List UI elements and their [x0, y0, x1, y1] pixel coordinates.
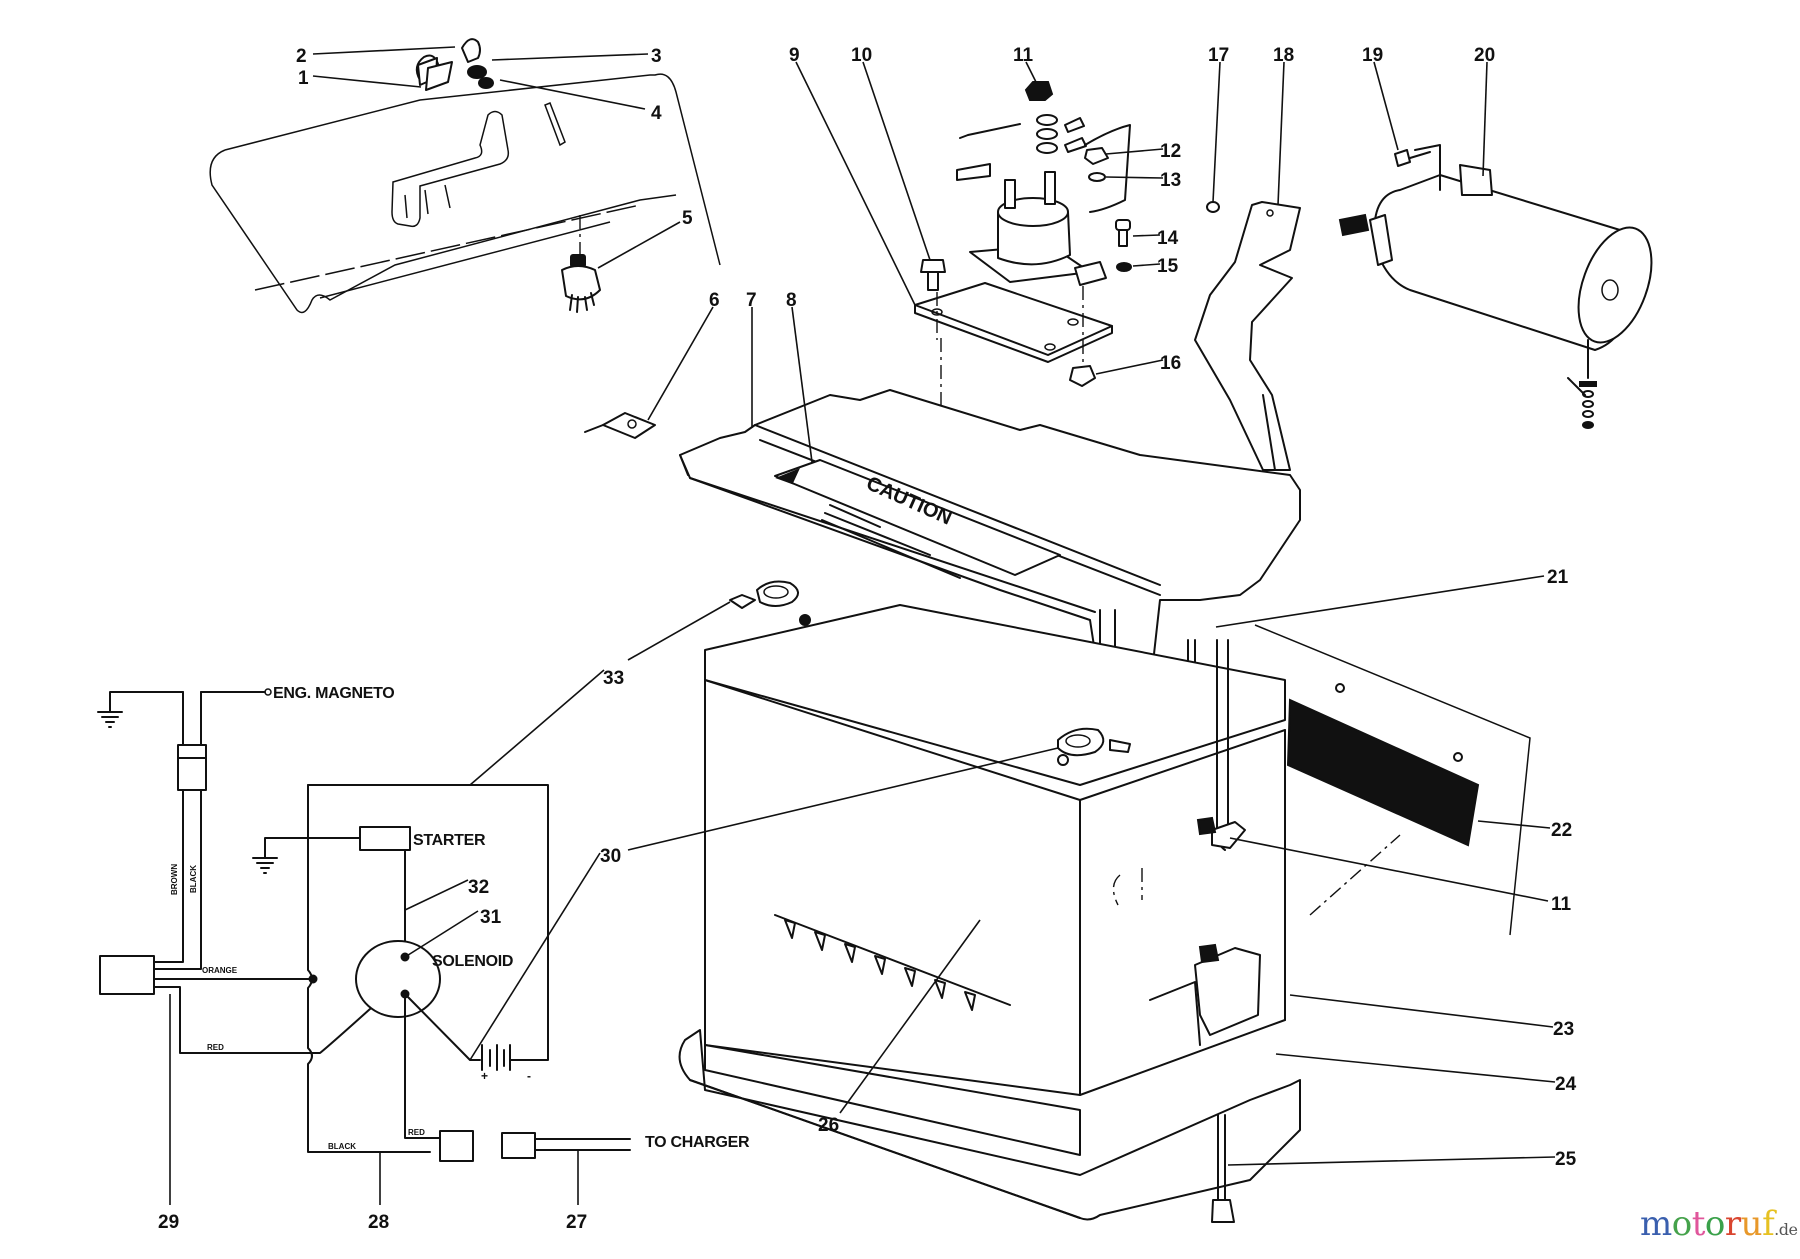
callout-18: 18 — [1273, 45, 1294, 66]
callout-32: 32 — [468, 877, 489, 898]
callout-12: 12 — [1160, 141, 1181, 162]
callout-5: 5 — [682, 208, 693, 229]
svg-text:BROWN: BROWN — [170, 864, 179, 895]
callout-2: 2 — [296, 46, 307, 67]
warning-triangle-icon — [775, 468, 800, 485]
callout-26: 26 — [818, 1115, 839, 1136]
svg-text:ORANGE: ORANGE — [202, 966, 238, 975]
battery — [678, 580, 1531, 1223]
ignition-switch — [561, 215, 601, 313]
callout-24: 24 — [1555, 1074, 1577, 1095]
leader-lines — [169, 46, 1556, 1205]
svg-text:RED: RED — [207, 1043, 224, 1052]
to-charger-label: TO CHARGER — [645, 1134, 750, 1151]
starter-motor — [1338, 144, 1653, 429]
nut-11 — [1024, 81, 1054, 101]
ignition-switch-symbol — [99, 955, 155, 995]
callout-11-top: 11 — [1013, 45, 1034, 66]
callout-17: 17 — [1208, 45, 1229, 66]
callout-23: 23 — [1553, 1019, 1574, 1040]
callout-numbers: 2 1 3 4 5 6 7 8 9 10 11 12 13 14 15 16 1… — [158, 45, 1577, 1233]
motoruf-watermark-logo: motoruf.de — [1640, 1204, 1798, 1244]
callout-10: 10 — [851, 45, 872, 66]
callout-15: 15 — [1157, 256, 1179, 277]
svg-text:BLACK: BLACK — [328, 1142, 356, 1151]
ground-icon — [97, 711, 123, 728]
callout-1: 1 — [298, 68, 309, 89]
solenoid-symbol — [355, 940, 441, 1018]
watermark-suffix: .de — [1774, 1220, 1798, 1239]
callout-27: 27 — [566, 1212, 587, 1233]
key-switch-nut — [467, 65, 487, 79]
callout-3: 3 — [651, 46, 662, 67]
caution-decal — [774, 459, 1061, 576]
callout-19: 19 — [1362, 45, 1383, 66]
watermark-letters: motoruf — [1640, 1204, 1775, 1244]
callout-33: 33 — [603, 668, 624, 689]
callout-31: 31 — [480, 907, 502, 928]
battery-symbol — [481, 1044, 511, 1071]
callout-7: 7 — [746, 290, 757, 311]
callout-13: 13 — [1160, 170, 1181, 191]
vent-caps — [784, 919, 976, 1011]
callout-25: 25 — [1555, 1149, 1577, 1170]
callout-21: 21 — [1547, 567, 1569, 588]
watermark-letter: u — [1740, 1204, 1763, 1244]
eng-magneto-label: ENG. MAGNETO — [273, 685, 394, 702]
nut-11-lower — [1196, 816, 1217, 836]
svg-text:+: + — [481, 1069, 488, 1083]
callout-14: 14 — [1157, 228, 1179, 249]
callout-4: 4 — [651, 103, 662, 124]
callout-6: 6 — [709, 290, 720, 311]
wiring-schematic: ENG. MAGNETO BROWN BLACK ORANGE RED STAR… — [97, 685, 750, 1162]
callout-29: 29 — [158, 1212, 179, 1233]
callout-8: 8 — [786, 290, 797, 311]
ground-icon-2 — [252, 857, 278, 874]
watermark-letter: m — [1640, 1204, 1672, 1244]
solenoid-assembly — [914, 81, 1132, 470]
watermark-letter: r — [1724, 1204, 1741, 1244]
heat-shield — [1194, 201, 1301, 471]
svg-text:-: - — [527, 1069, 531, 1083]
callout-9: 9 — [789, 45, 800, 66]
callout-22: 22 — [1551, 820, 1572, 841]
starter-label: STARTER — [413, 832, 486, 849]
battery-cover: CAUTION — [679, 389, 1301, 701]
svg-text:BLACK: BLACK — [189, 865, 198, 893]
callout-30: 30 — [600, 846, 621, 867]
watermark-letter: f — [1762, 1204, 1775, 1244]
clamp-33 — [756, 580, 799, 607]
charger-plug-male — [439, 1130, 474, 1162]
insulator-pad — [1286, 698, 1480, 847]
watermark-letter: o — [1704, 1204, 1725, 1244]
watermark-letter: t — [1691, 1204, 1706, 1244]
svg-text:RED: RED — [408, 1128, 425, 1137]
solenoid-label: SOLENOID — [432, 953, 513, 970]
callout-28: 28 — [368, 1212, 389, 1233]
dash-panel — [209, 54, 721, 314]
starter-symbol — [359, 826, 411, 851]
ignition-key-parts — [425, 38, 481, 91]
charger-plug-female — [501, 1132, 536, 1159]
clamp-30 — [1057, 727, 1105, 757]
watermark-letter: o — [1671, 1204, 1692, 1244]
callout-16: 16 — [1160, 353, 1181, 374]
callout-20: 20 — [1474, 45, 1495, 66]
terminal-tab — [584, 412, 656, 439]
callout-11-right: 11 — [1551, 894, 1572, 915]
